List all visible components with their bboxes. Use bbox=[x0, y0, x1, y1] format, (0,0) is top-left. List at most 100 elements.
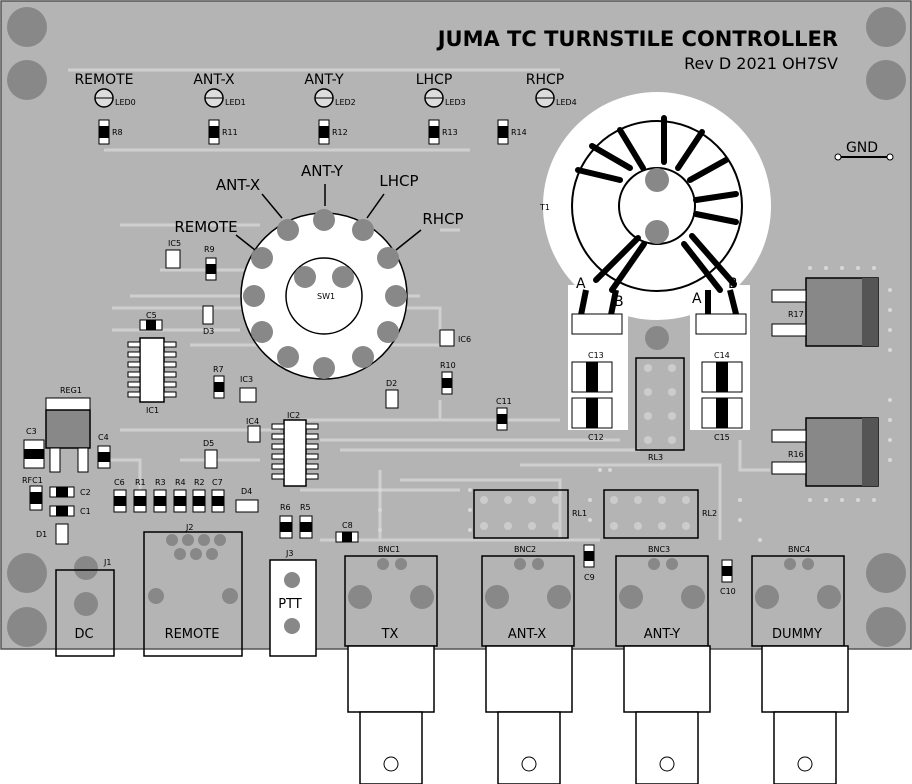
svg-text:IC4: IC4 bbox=[246, 417, 259, 426]
led-0: REMOTE LED0 R8 bbox=[74, 72, 136, 145]
led-ref: LED1 bbox=[225, 98, 246, 107]
svg-text:ANT-Y: ANT-Y bbox=[644, 627, 681, 642]
switch-pos-anty: ANT-Y bbox=[301, 162, 344, 180]
svg-text:IC5: IC5 bbox=[168, 239, 181, 248]
transformer-ref: T1 bbox=[539, 203, 550, 212]
logic-section: IC5 R9 C5 D3 IC1 R7 IC3 IC4 IC2 IC6 R10 … bbox=[127, 239, 471, 487]
led-4: RHCP LED4 R14 bbox=[497, 72, 577, 145]
led-label: LHCP bbox=[416, 72, 453, 88]
svg-text:J2: J2 bbox=[185, 523, 193, 532]
svg-text:R6: R6 bbox=[280, 503, 291, 512]
svg-text:C15: C15 bbox=[714, 433, 730, 442]
pin-b-right: B bbox=[728, 276, 738, 292]
gnd-label: GND bbox=[846, 140, 878, 156]
svg-text:C3: C3 bbox=[26, 427, 37, 436]
pin-a-right: A bbox=[692, 291, 702, 307]
connector-j3: J3 PTT bbox=[269, 549, 317, 657]
svg-text:RL2: RL2 bbox=[702, 509, 717, 518]
svg-text:C1: C1 bbox=[80, 507, 91, 516]
pin-a-left: A bbox=[576, 276, 586, 292]
svg-text:C4: C4 bbox=[98, 433, 109, 442]
switch-ref: SW1 bbox=[317, 292, 335, 301]
svg-text:D4: D4 bbox=[241, 487, 252, 496]
svg-text:BNC4: BNC4 bbox=[788, 545, 810, 554]
led-1: ANT-X LED1 R11 bbox=[193, 72, 246, 145]
svg-text:DUMMY: DUMMY bbox=[772, 627, 822, 642]
svg-text:PTT: PTT bbox=[278, 597, 302, 612]
svg-text:D1: D1 bbox=[36, 530, 47, 539]
led-res: R12 bbox=[332, 128, 348, 137]
led-2: ANT-Y LED2 R12 bbox=[304, 72, 356, 145]
svg-text:C8: C8 bbox=[342, 521, 353, 530]
led-ref: LED2 bbox=[335, 98, 356, 107]
led-ref: LED3 bbox=[445, 98, 466, 107]
led-res: R11 bbox=[222, 128, 238, 137]
svg-text:C13: C13 bbox=[588, 351, 604, 360]
board-title: JUMA TC TURNSTILE CONTROLLER bbox=[436, 27, 838, 51]
connector-j2: J2 REMOTE bbox=[143, 523, 243, 657]
bnc-tx: BNC1 TX bbox=[344, 545, 438, 784]
svg-text:R5: R5 bbox=[300, 503, 311, 512]
svg-text:RL1: RL1 bbox=[572, 509, 587, 518]
pin-b-left: B bbox=[614, 294, 624, 310]
bnc-dummy: BNC4 DUMMY bbox=[751, 545, 849, 784]
svg-text:ANT-X: ANT-X bbox=[508, 627, 546, 642]
svg-text:RL3: RL3 bbox=[648, 453, 663, 462]
svg-text:R1: R1 bbox=[135, 478, 146, 487]
svg-text:D2: D2 bbox=[386, 379, 397, 388]
svg-text:TX: TX bbox=[381, 627, 399, 642]
svg-text:D3: D3 bbox=[203, 327, 214, 336]
svg-text:IC3: IC3 bbox=[240, 375, 253, 384]
rf-capacitors: C13 C12 C14 C15 C11 bbox=[496, 313, 747, 442]
svg-text:BNC1: BNC1 bbox=[378, 545, 400, 554]
svg-text:REMOTE: REMOTE bbox=[165, 627, 220, 642]
led-res: R8 bbox=[112, 128, 123, 137]
svg-text:R16: R16 bbox=[788, 450, 804, 459]
switch-pos-antx: ANT-X bbox=[216, 176, 260, 194]
led-label: REMOTE bbox=[74, 72, 133, 88]
svg-text:IC2: IC2 bbox=[287, 411, 300, 420]
svg-text:IC1: IC1 bbox=[146, 406, 159, 415]
ground-vias bbox=[378, 266, 892, 542]
svg-text:C12: C12 bbox=[588, 433, 604, 442]
rotary-switch: SW1 REMOTE ANT-X ANT-Y LHCP RHCP bbox=[174, 162, 464, 380]
svg-text:R3: R3 bbox=[155, 478, 166, 487]
svg-text:C9: C9 bbox=[584, 573, 595, 582]
svg-text:C7: C7 bbox=[212, 478, 223, 487]
relays: RL3 RL1 RL2 C9 C10 bbox=[473, 357, 736, 596]
led-ref: LED4 bbox=[556, 98, 577, 107]
svg-text:BNC3: BNC3 bbox=[648, 545, 670, 554]
svg-text:C5: C5 bbox=[146, 311, 157, 320]
svg-text:C11: C11 bbox=[496, 397, 512, 406]
svg-text:C6: C6 bbox=[114, 478, 125, 487]
switch-pos-rhcp: RHCP bbox=[422, 210, 463, 228]
svg-text:R17: R17 bbox=[788, 310, 804, 319]
led-3: LHCP LED3 R13 bbox=[416, 72, 466, 145]
svg-text:DC: DC bbox=[74, 627, 93, 642]
svg-text:J3: J3 bbox=[285, 549, 293, 558]
switch-pos-remote: REMOTE bbox=[174, 218, 237, 236]
svg-text:R7: R7 bbox=[213, 365, 224, 374]
led-label: ANT-Y bbox=[304, 72, 344, 88]
svg-text:BNC2: BNC2 bbox=[514, 545, 536, 554]
led-res: R14 bbox=[511, 128, 527, 137]
svg-text:C10: C10 bbox=[720, 587, 736, 596]
svg-text:REG1: REG1 bbox=[60, 386, 82, 395]
svg-text:D5: D5 bbox=[203, 439, 214, 448]
connector-j1: J1 DC bbox=[55, 556, 115, 657]
svg-text:RFC1: RFC1 bbox=[22, 476, 43, 485]
svg-text:J1: J1 bbox=[103, 558, 111, 567]
svg-text:R10: R10 bbox=[440, 361, 456, 370]
svg-text:IC6: IC6 bbox=[458, 335, 471, 344]
led-label: ANT-X bbox=[193, 72, 235, 88]
bnc-antx: BNC2 ANT-X bbox=[481, 545, 575, 784]
mounting-holes bbox=[7, 7, 906, 647]
led-ref: LED0 bbox=[115, 98, 136, 107]
svg-text:R9: R9 bbox=[204, 245, 215, 254]
power-section: REG1 C3 C4 D5 D4 C6 R1 R3 R4 R2 C7 R6 R5… bbox=[22, 386, 359, 545]
svg-text:C2: C2 bbox=[80, 488, 91, 497]
board-revision: Rev D 2021 OH7SV bbox=[684, 54, 838, 73]
led-res: R13 bbox=[442, 128, 458, 137]
gnd-pad: GND bbox=[834, 140, 894, 161]
